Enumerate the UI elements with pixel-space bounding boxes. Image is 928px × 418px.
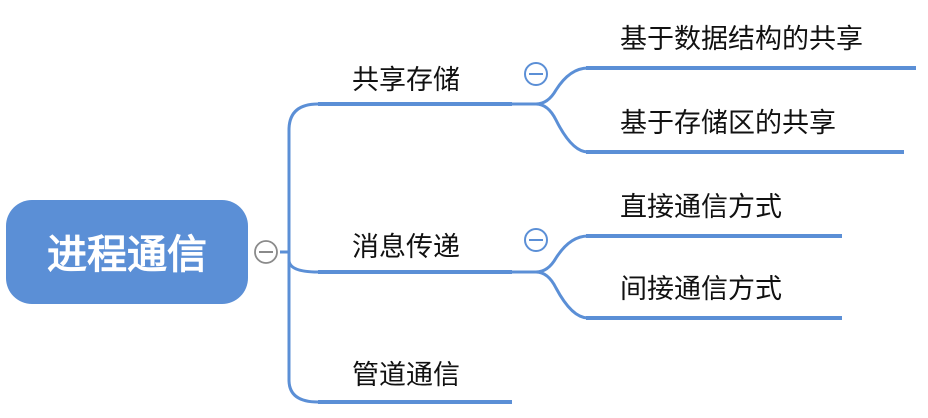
root-node-label: 进程通信 [47, 232, 207, 278]
branch-collapse-toggle-shared-storage[interactable] [524, 62, 548, 86]
child-label-data-structure-sharing[interactable]: 基于数据结构的共享 [620, 24, 863, 55]
root-collapse-toggle[interactable] [254, 240, 278, 264]
child-label-indirect-communication[interactable]: 间接通信方式 [620, 274, 782, 305]
child-underlines [586, 66, 916, 320]
branch-label-pipe[interactable]: 管道通信 [352, 360, 460, 391]
connector-shared-to-child-1 [512, 66, 589, 106]
branch-label-message-passing[interactable]: 消息传递 [352, 232, 460, 263]
connector-message-to-child-1 [512, 234, 589, 274]
connector-message-to-child-2 [512, 270, 589, 320]
root-node[interactable]: 进程通信 [6, 200, 248, 304]
child-label-direct-communication[interactable]: 直接通信方式 [620, 192, 782, 223]
branch-underlines [318, 102, 512, 404]
branch-label-shared-storage[interactable]: 共享存储 [352, 65, 460, 96]
connector-root-to-pipe [287, 252, 319, 404]
connector-shared-to-child-2 [512, 102, 589, 154]
child-label-storage-area-sharing[interactable]: 基于存储区的共享 [620, 108, 836, 139]
root-connectors [280, 102, 319, 404]
connector-root-to-shared-storage [280, 102, 319, 254]
connector-root-to-message-passing [280, 250, 319, 274]
root-node-box[interactable] [6, 200, 248, 304]
child-connectors [512, 66, 589, 320]
branch-collapse-toggle-message-passing[interactable] [524, 228, 548, 252]
